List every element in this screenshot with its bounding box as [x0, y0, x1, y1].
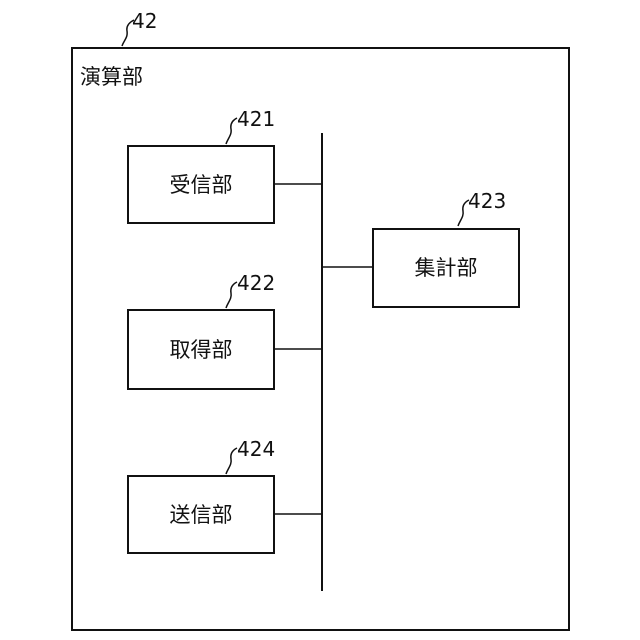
acquire-block-ref: 422 — [237, 271, 275, 295]
transmit-block-ref: 424 — [237, 437, 275, 461]
acquire-block-label: 取得部 — [170, 338, 233, 362]
receive-block-ref: 421 — [237, 107, 275, 131]
aggregate-block: 集計部 423 — [373, 189, 519, 307]
receive-block: 受信部 421 — [128, 107, 275, 223]
transmit-block-label: 送信部 — [170, 503, 233, 527]
acquire-block: 取得部 422 — [128, 271, 275, 389]
receive-block-label: 受信部 — [170, 173, 233, 197]
aggregate-block-label: 集計部 — [415, 256, 478, 280]
computation-unit-ref: 42 — [132, 9, 157, 33]
transmit-block: 送信部 424 — [128, 437, 275, 553]
transmit-block-leader-line — [226, 448, 237, 474]
computation-unit-title: 演算部 — [80, 65, 143, 89]
aggregate-block-ref: 423 — [468, 189, 506, 213]
receive-block-leader-line — [226, 118, 237, 144]
acquire-block-leader-line — [226, 282, 237, 308]
